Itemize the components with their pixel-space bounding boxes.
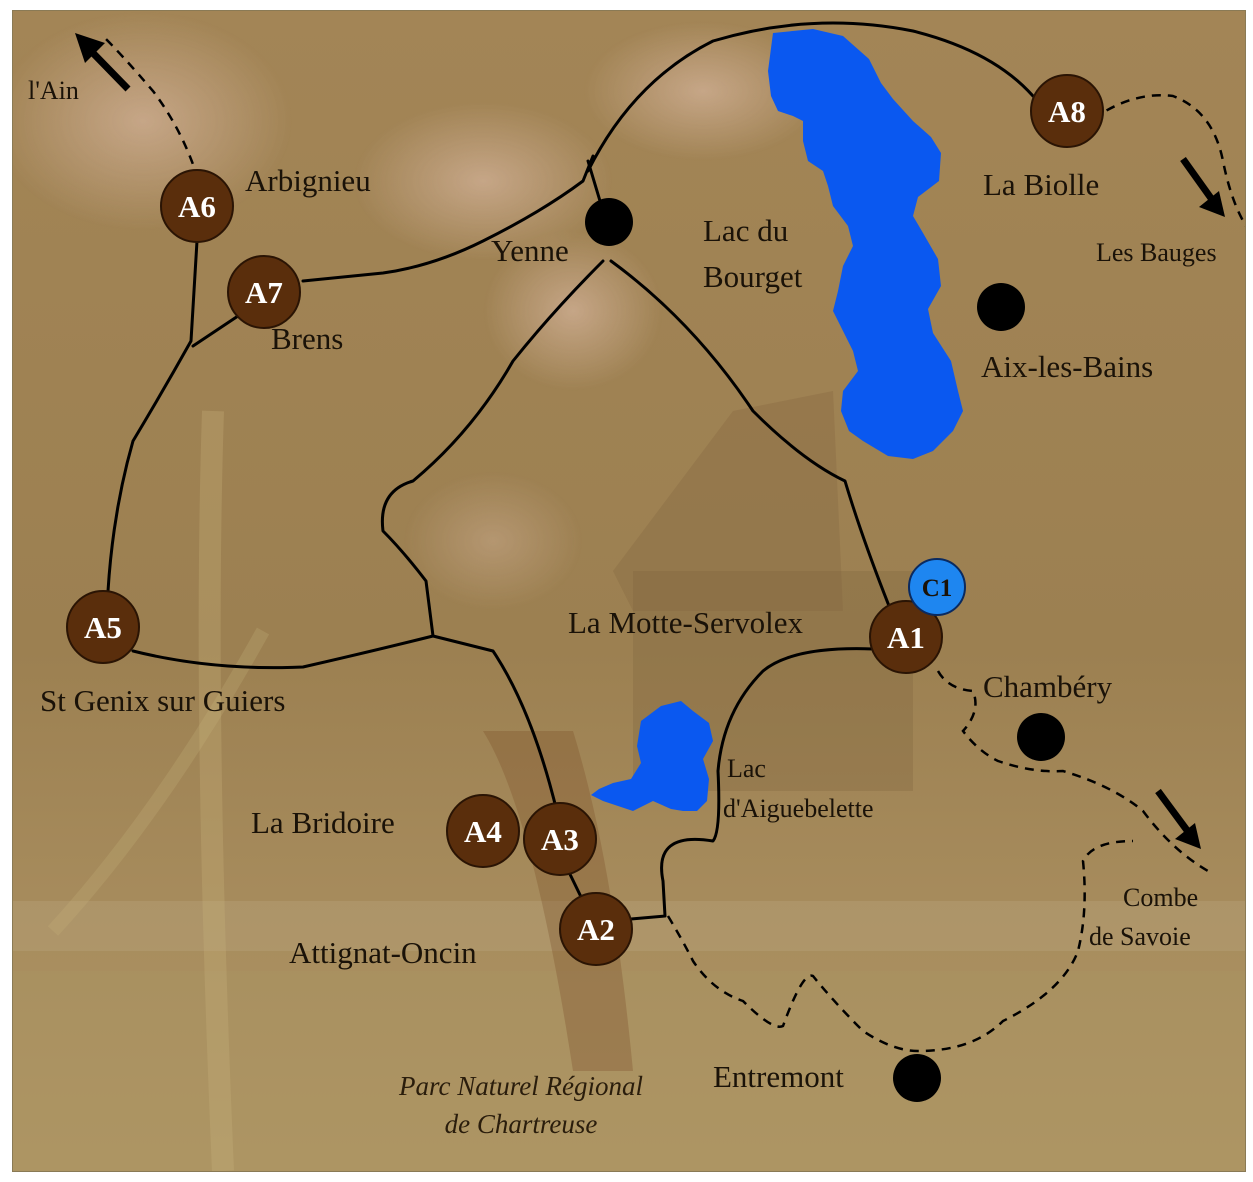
stage-marker-label: A3 (541, 822, 579, 857)
stage-marker-a8[interactable]: A8 (1030, 74, 1104, 148)
stage-marker-a2[interactable]: A2 (559, 892, 633, 966)
town-label-aix-les-bains: Aix-les-Bains (981, 349, 1153, 384)
arrow-to-bauges-icon (1180, 156, 1225, 217)
stage-marker-circle (66, 590, 140, 664)
marker-c1-label: C1 (922, 575, 953, 602)
lake-aiguebelette-label-1: Lac (727, 754, 766, 783)
stage-marker-circle (523, 802, 597, 876)
stage-marker-a5[interactable]: A5 (66, 590, 140, 664)
road-a6-a5 (106, 239, 199, 593)
direction-label-combe-2: de Savoie (1089, 922, 1191, 951)
town-label-chambery: Chambéry (983, 669, 1113, 704)
town-dot-entremont (893, 1054, 941, 1102)
lake-aiguebelette (591, 701, 713, 811)
stage-marker-circle (227, 255, 301, 329)
stage-marker-label: A5 (84, 610, 122, 645)
town-label-st-genix: St Genix sur Guiers (40, 683, 285, 718)
stage-marker-a7[interactable]: A7 (227, 255, 301, 329)
road-a1-a2 (629, 647, 875, 921)
path-to-bauges (1092, 94, 1245, 227)
town-label-la-biolle: La Biolle (983, 167, 1099, 202)
town-label-brens: Brens (271, 321, 343, 356)
road-a7-yenne (301, 154, 595, 283)
path-to-chambery (936, 670, 1209, 873)
town-label-la-bridoire: La Bridoire (251, 805, 395, 840)
road-brens-junction (191, 314, 240, 348)
stage-marker-circle (1030, 74, 1104, 148)
town-dot-yenne (585, 198, 633, 246)
town-label-la-motte-servolex: La Motte-Servolex (568, 605, 804, 640)
stage-marker-circle (446, 794, 520, 868)
stage-marker-label: A7 (245, 275, 283, 310)
stage-marker-label: A4 (464, 814, 502, 849)
stage-marker-label: A8 (1048, 94, 1086, 129)
lake-aiguebelette-label-2: d'Aiguebelette (723, 794, 874, 823)
town-dot-aix (977, 283, 1025, 331)
park-label-line-2: de Chartreuse (445, 1109, 598, 1139)
direction-label-ain: l'Ain (28, 76, 79, 105)
marker-c1[interactable]: C1 (908, 558, 966, 616)
stage-marker-label: A2 (577, 912, 615, 947)
stage-marker-circle (160, 169, 234, 243)
road-yenne-a1 (609, 259, 895, 618)
stage-marker-a1[interactable]: A1 (869, 600, 943, 674)
stage-marker-a4[interactable]: A4 (446, 794, 520, 868)
arrow-to-ain-icon (75, 33, 131, 92)
stage-marker-a3[interactable]: A3 (523, 802, 597, 876)
town-label-entremont: Entremont (713, 1059, 844, 1094)
town-label-yenne: Yenne (491, 233, 569, 268)
town-label-attignat-oncin: Attignat-Oncin (289, 935, 477, 970)
lake-bourget-label-1: Lac du (703, 213, 788, 248)
stage-marker-label: A1 (887, 620, 925, 655)
lake-bourget (768, 29, 963, 459)
direction-label-combe-1: Combe (1123, 883, 1198, 912)
road-yenne-loop (380, 259, 605, 638)
lake-bourget-label-2: Bourget (703, 259, 803, 294)
stage-marker-label: A6 (178, 189, 216, 224)
road-a5-a3 (131, 634, 560, 818)
park-label-line-1: Parc Naturel Régional (398, 1071, 643, 1101)
town-dot-chambery (1017, 713, 1065, 761)
path-to-entremont (666, 839, 1134, 1053)
stage-marker-circle (869, 600, 943, 674)
path-to-ain (102, 35, 200, 180)
stage-marker-circle (559, 892, 633, 966)
road-north-loop (586, 21, 1035, 173)
stage-marker-a6[interactable]: A6 (160, 169, 234, 243)
arrow-to-combe-icon (1155, 788, 1201, 849)
town-label-arbignieu: Arbignieu (245, 163, 371, 198)
direction-label-bauges: Les Bauges (1096, 238, 1217, 267)
